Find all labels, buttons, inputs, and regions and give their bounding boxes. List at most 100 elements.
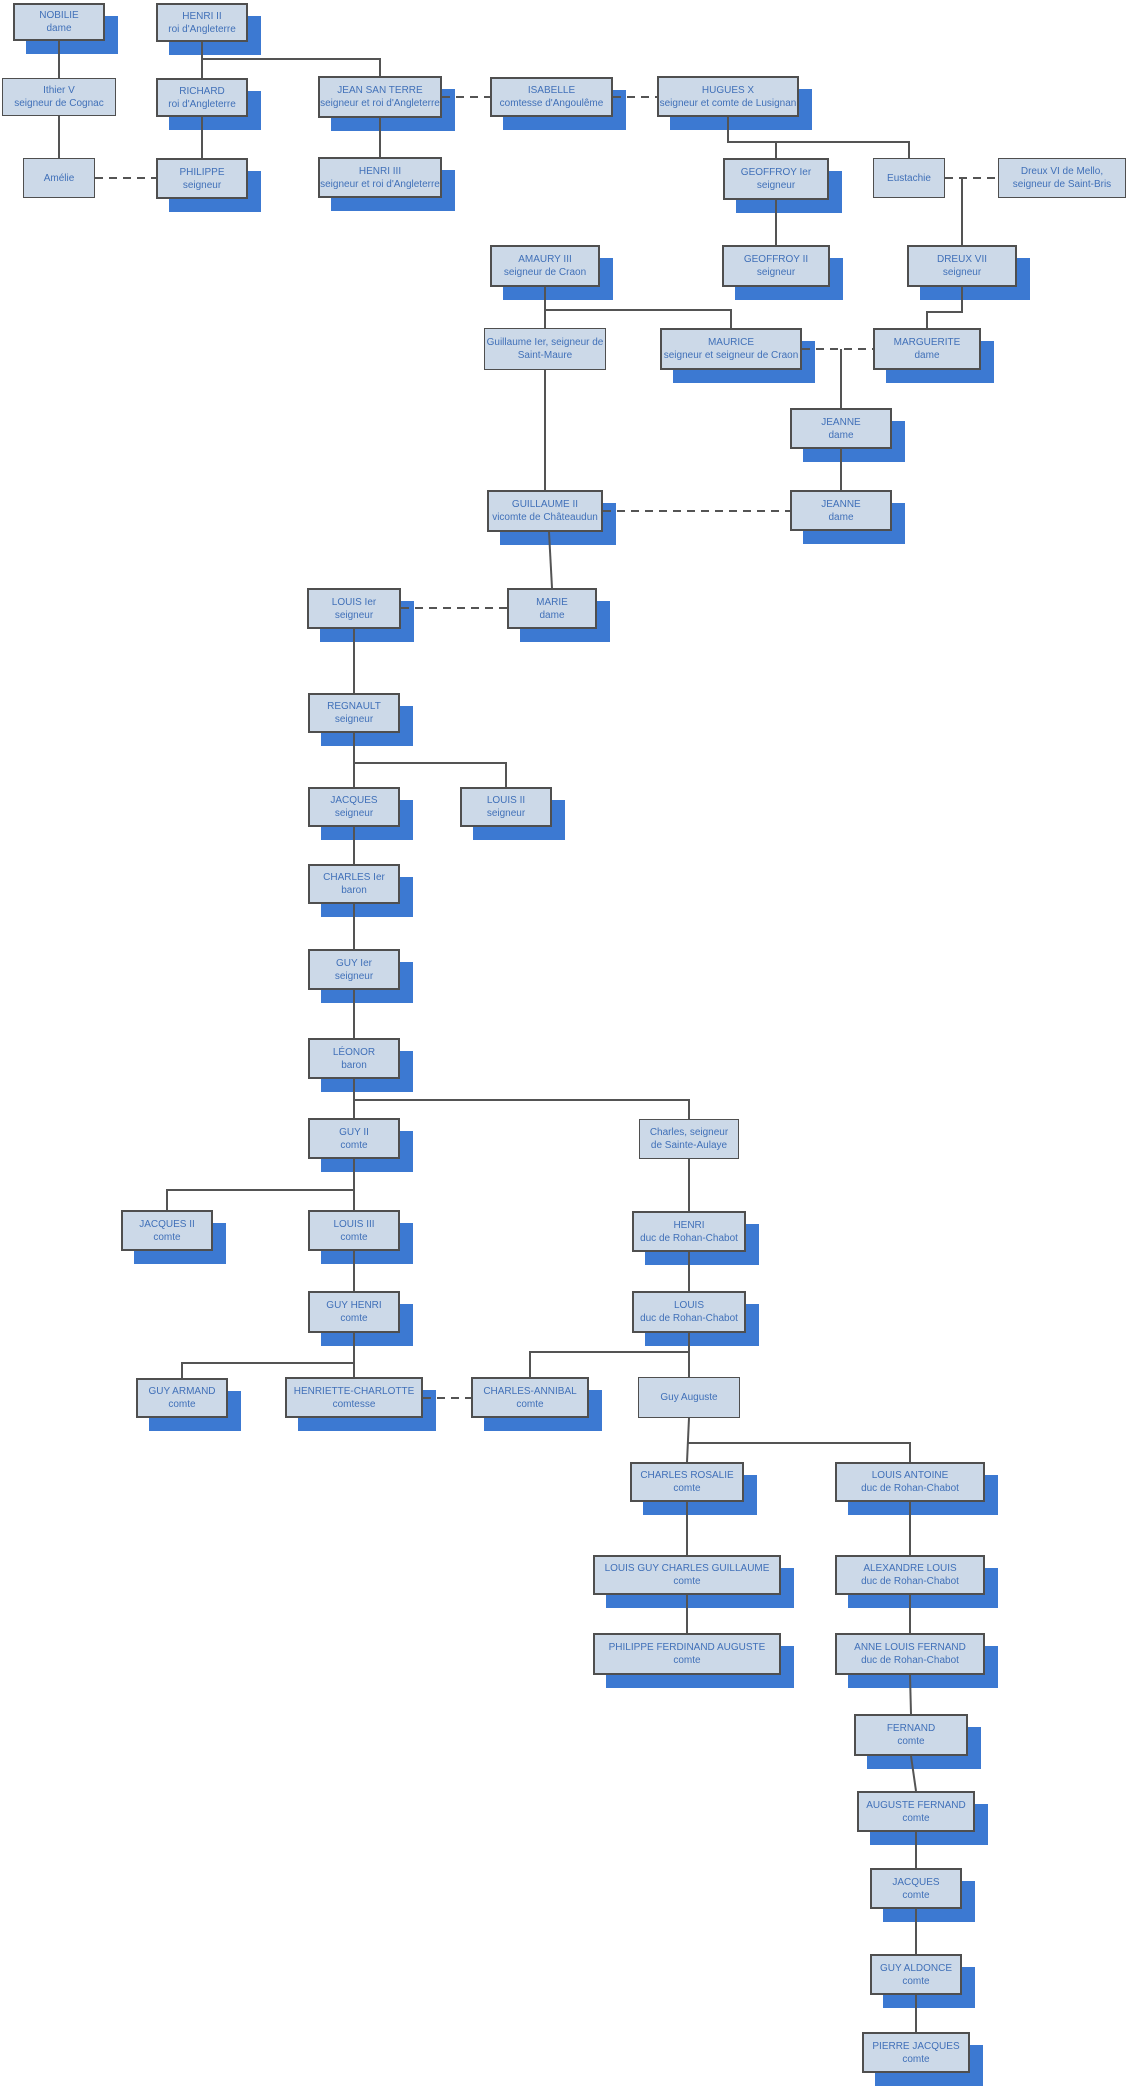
person-node-henriette-charlotte[interactable]: HENRIETTE-CHARLOTTE comtesse — [285, 1377, 423, 1418]
person-title: dame — [46, 23, 72, 34]
person-name: Dreux VI de Mello, — [1020, 166, 1104, 177]
person-title: seigneur — [334, 808, 374, 819]
person-name: MAURICE — [707, 337, 755, 348]
person-node-fernand[interactable]: FERNAND comte — [854, 1714, 968, 1756]
person-name: AUGUSTE FERNAND — [866, 1799, 966, 1811]
person-title: comte — [897, 1736, 925, 1747]
person-node-amelie[interactable]: Amélie — [23, 158, 95, 198]
person-title: comte — [902, 1889, 930, 1901]
person-name: JEANNE — [821, 416, 861, 428]
person-node-guy-auguste[interactable]: Guy Auguste — [638, 1377, 740, 1418]
person-node-louis-ier[interactable]: LOUIS Ier seigneur — [307, 588, 401, 629]
person-title: comte — [340, 1313, 368, 1324]
person-name: LOUIS III — [333, 1218, 375, 1230]
person-node-dreux-vi[interactable]: Dreux VI de Mello, seigneur de Saint-Bri… — [998, 158, 1126, 198]
person-node-marie[interactable]: MARIE dame — [507, 588, 597, 629]
person-node-maurice[interactable]: MAURICE seigneur et seigneur de Craon — [660, 328, 802, 370]
person-node-geoffroy-ii[interactable]: GEOFFROY II seigneur — [722, 245, 830, 287]
person-node-jacques-ii[interactable]: JACQUES II comte — [121, 1210, 213, 1251]
person-node-henri-duc[interactable]: HENRI duc de Rohan-Chabot — [632, 1211, 746, 1252]
person-title: duc de Rohan-Chabot — [640, 1313, 738, 1324]
person-node-louis-iii[interactable]: LOUIS III comte — [308, 1210, 400, 1251]
person-node-guy-armand[interactable]: GUY ARMAND comte — [136, 1378, 228, 1418]
person-node-leonor[interactable]: LÉONOR baron — [308, 1038, 400, 1079]
person-title: baron — [341, 1059, 367, 1071]
person-name: GUY Ier — [336, 957, 372, 969]
person-name: Guillaume Ier, seigneur de — [486, 337, 604, 348]
person-node-auguste-fernand[interactable]: AUGUSTE FERNAND comte — [857, 1791, 975, 1832]
descent-line — [202, 58, 381, 76]
person-node-guillaume-ier[interactable]: Guillaume Ier, seigneur de Saint-Maure — [484, 328, 606, 370]
person-node-richard[interactable]: RICHARD roi d'Angleterre — [156, 78, 248, 117]
person-node-pierre-jacques[interactable]: PIERRE JACQUES comte — [862, 2032, 970, 2073]
person-name: JACQUES — [892, 1876, 940, 1888]
person-node-guy-ier[interactable]: GUY Ier seigneur — [308, 949, 400, 990]
person-node-philippe[interactable]: PHILIPPE seigneur — [156, 158, 248, 199]
person-title: seigneur — [756, 267, 796, 278]
person-node-charles-rosalie[interactable]: CHARLES ROSALIE comte — [630, 1462, 744, 1502]
person-title: dame — [828, 429, 854, 441]
person-name: GUY HENRI — [326, 1300, 382, 1311]
person-title: dame — [539, 609, 565, 621]
person-node-jeanne-2[interactable]: JEANNE dame — [790, 490, 892, 531]
person-name: ISABELLE — [527, 85, 576, 96]
person-title: seigneur — [334, 609, 374, 621]
person-title: duc de Rohan-Chabot — [861, 1576, 959, 1587]
person-node-jean-san-terre[interactable]: JEAN SAN TERRE seigneur et roi d'Anglete… — [318, 76, 442, 118]
person-node-dreux-vii[interactable]: DREUX VII seigneur — [907, 245, 1017, 287]
person-node-charles-annibal[interactable]: CHARLES-ANNIBAL comte — [471, 1377, 589, 1418]
person-name: PIERRE JACQUES — [872, 2040, 960, 2052]
person-node-louis-guy-charles-guillaume[interactable]: LOUIS GUY CHARLES GUILLAUME comte — [593, 1555, 781, 1595]
descent-line — [354, 762, 507, 787]
person-node-philippe-ferdinand-auguste[interactable]: PHILIPPE FERDINAND AUGUSTE comte — [593, 1633, 781, 1675]
person-title: duc de Rohan-Chabot — [861, 1655, 959, 1666]
person-name: JEAN SAN TERRE — [337, 85, 423, 96]
person-node-amaury-iii[interactable]: AMAURY III seigneur de Craon — [490, 245, 600, 287]
person-name: Charles, seigneur — [649, 1127, 729, 1138]
person-node-henri-ii[interactable]: HENRI II roi d'Angleterre — [156, 3, 248, 42]
person-node-alexandre-louis[interactable]: ALEXANDRE LOUIS duc de Rohan-Chabot — [835, 1555, 985, 1595]
person-node-jeanne-1[interactable]: JEANNE dame — [790, 408, 892, 449]
person-title: comte — [516, 1398, 544, 1410]
person-node-guy-henri[interactable]: GUY HENRI comte — [308, 1291, 400, 1333]
person-name: RICHARD — [179, 85, 225, 97]
person-node-jacques-sg[interactable]: JACQUES seigneur — [308, 787, 400, 827]
person-name: LOUIS GUY CHARLES GUILLAUME — [604, 1563, 770, 1574]
person-node-hugues-x[interactable]: HUGUES X seigneur et comte de Lusignan — [657, 76, 799, 117]
person-name: LOUIS ANTOINE — [871, 1470, 949, 1481]
person-node-louis-antoine[interactable]: LOUIS ANTOINE duc de Rohan-Chabot — [835, 1462, 985, 1502]
person-node-ithier-v[interactable]: Ithier V seigneur de Cognac — [2, 78, 116, 116]
person-name: DREUX VII — [936, 254, 987, 265]
person-name: Amélie — [43, 172, 75, 184]
person-name: Eustachie — [887, 172, 931, 184]
person-node-jacques-comte[interactable]: JACQUES comte — [870, 1868, 962, 1909]
person-title: comtesse — [332, 1398, 376, 1410]
person-node-charles-ste-aulaye[interactable]: Charles, seigneur de Sainte-Aulaye — [639, 1119, 739, 1159]
person-title: roi d'Angleterre — [168, 98, 236, 110]
person-name: PHILIPPE FERDINAND AUGUSTE — [608, 1642, 766, 1653]
person-title: vicomte de Châteaudun — [492, 512, 598, 523]
person-name: JACQUES II — [139, 1218, 195, 1230]
descent-line — [166, 1189, 354, 1210]
person-node-anne-louis-fernand[interactable]: ANNE LOUIS FERNAND duc de Rohan-Chabot — [835, 1633, 985, 1675]
person-node-henri-iii[interactable]: HENRI III seigneur et roi d'Angleterre — [318, 157, 442, 198]
person-node-guy-ii[interactable]: GUY II comte — [308, 1118, 400, 1159]
person-name: Ithier V — [43, 85, 75, 96]
person-title: comte — [673, 1655, 701, 1666]
person-node-marguerite[interactable]: MARGUERITE dame — [873, 328, 981, 370]
person-node-isabelle[interactable]: ISABELLE comtesse d'Angoulême — [490, 77, 613, 117]
person-node-louis-duc[interactable]: LOUIS duc de Rohan-Chabot — [632, 1291, 746, 1333]
person-node-guy-aldonce[interactable]: GUY ALDONCE comte — [870, 1954, 962, 1995]
person-node-louis-ii[interactable]: LOUIS II seigneur — [460, 787, 552, 827]
person-node-charles-ier[interactable]: CHARLES Ier baron — [308, 864, 400, 904]
descent-line — [181, 1362, 354, 1378]
person-node-nobilie[interactable]: NOBILIE dame — [13, 3, 105, 41]
person-name: GUY ALDONCE — [879, 1962, 953, 1974]
person-title: dame — [828, 511, 854, 523]
person-title: seigneur et roi d'Angleterre — [320, 98, 440, 109]
person-node-guillaume-ii[interactable]: GUILLAUME II vicomte de Châteaudun — [487, 490, 603, 532]
person-node-geoffroy-ier[interactable]: GEOFFROY Ier seigneur — [723, 158, 829, 200]
person-title: comte — [902, 1975, 930, 1987]
person-node-regnault[interactable]: REGNAULT seigneur — [308, 693, 400, 733]
person-node-eustachie[interactable]: Eustachie — [873, 158, 945, 198]
